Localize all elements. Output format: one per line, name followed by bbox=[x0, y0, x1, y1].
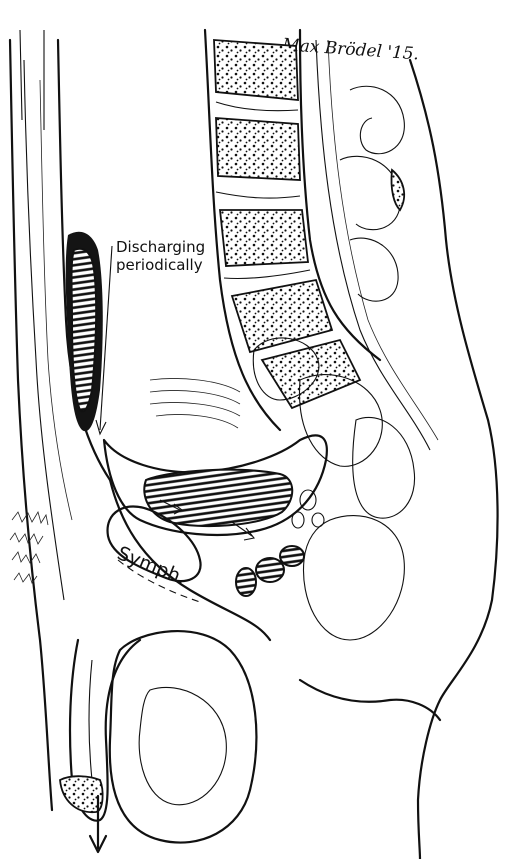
prostate-node-2 bbox=[236, 568, 256, 596]
discharging-label-line2: periodically bbox=[116, 256, 203, 274]
rectum-upper bbox=[353, 417, 415, 518]
rectum-lower bbox=[303, 516, 404, 640]
abdominal-fat-layer bbox=[24, 60, 64, 600]
colon-stipple bbox=[391, 170, 404, 210]
colon-loop-3 bbox=[350, 238, 398, 301]
penis-inner bbox=[89, 660, 92, 780]
vertebra-4 bbox=[232, 280, 332, 352]
discharging-label-line1: Discharging bbox=[116, 238, 205, 256]
upper-cavity-hatch bbox=[72, 249, 97, 412]
seminal-vesicle-3 bbox=[312, 513, 324, 527]
vertebra-3 bbox=[220, 210, 308, 266]
vertebra-2 bbox=[216, 118, 300, 180]
colon-loop-2 bbox=[340, 156, 400, 229]
glans bbox=[60, 776, 103, 812]
vertebra-5 bbox=[262, 340, 360, 408]
anterior-abdominal-wall bbox=[10, 40, 52, 810]
body-outline bbox=[410, 60, 498, 859]
peritoneal-hatching bbox=[150, 379, 240, 429]
prostate-node-1 bbox=[256, 558, 284, 582]
buttock-contour bbox=[300, 680, 440, 720]
vertebra-1 bbox=[214, 40, 298, 100]
testis bbox=[139, 687, 226, 804]
seminal-vesicle-2 bbox=[292, 512, 304, 528]
artist-signature: Max Brödel '15. bbox=[281, 35, 420, 65]
prostate-node-3 bbox=[280, 546, 304, 566]
colon-loop-1 bbox=[350, 86, 404, 154]
scrotum-outline bbox=[110, 631, 257, 842]
